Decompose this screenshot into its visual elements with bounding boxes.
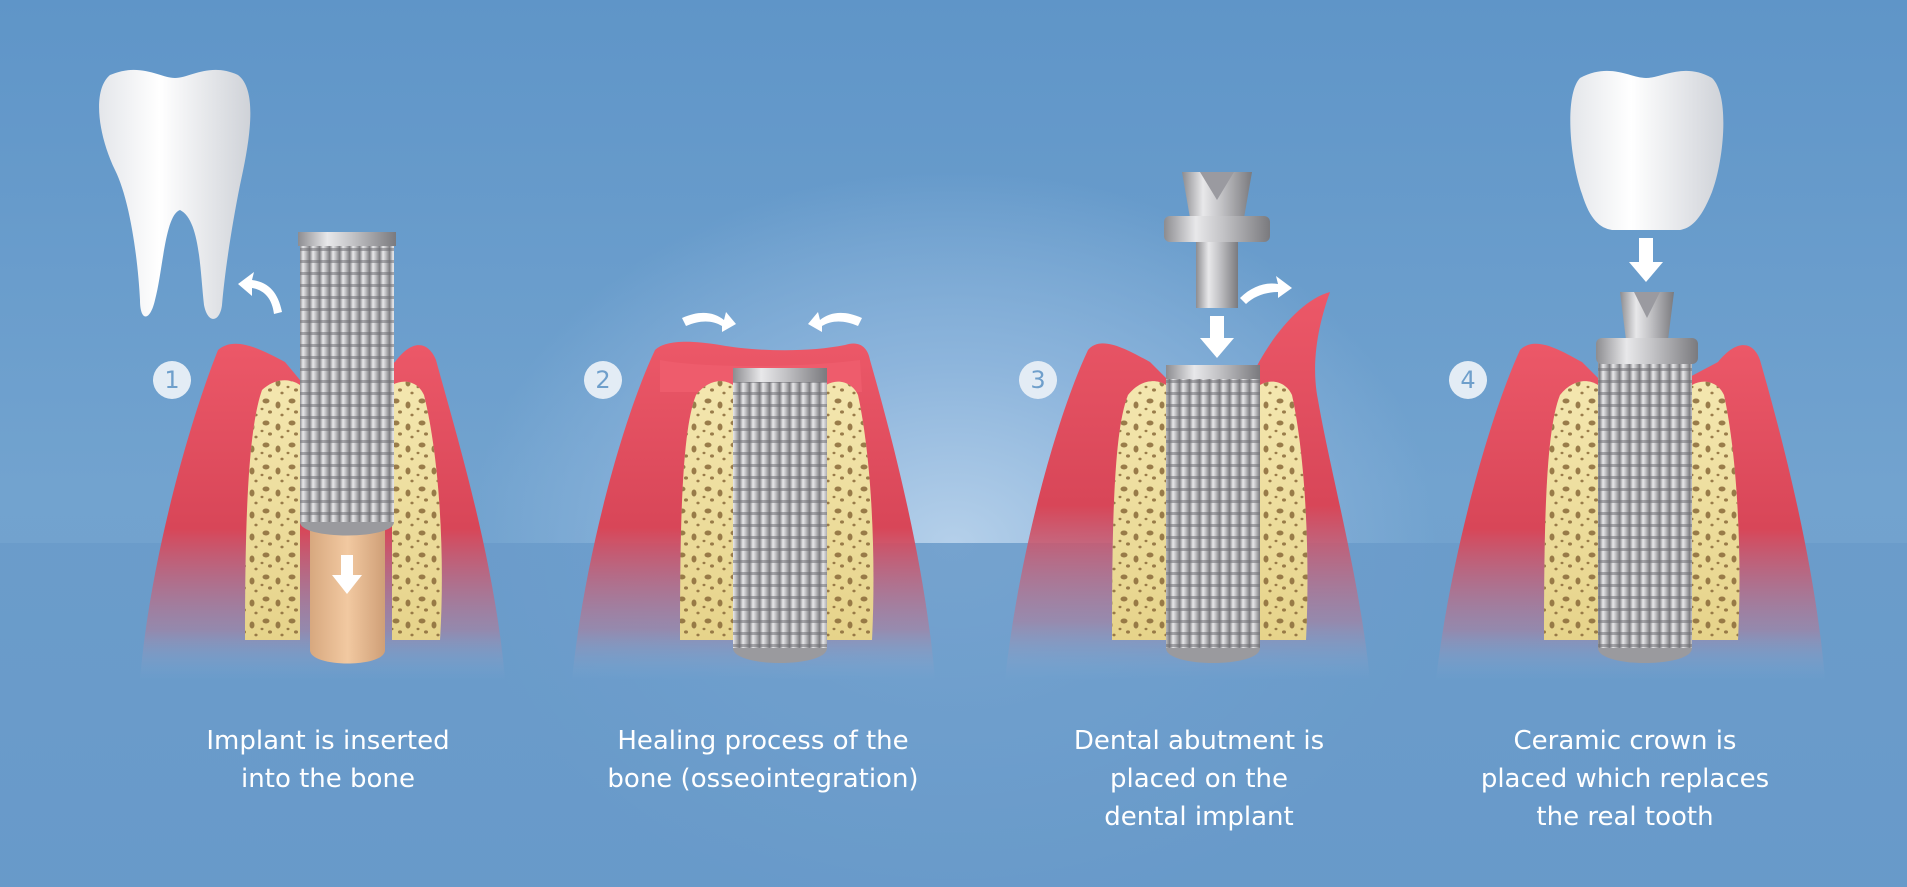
step-2-caption-line-1: Healing process of the <box>617 726 909 756</box>
step-1-caption-line-1: Implant is inserted <box>206 726 450 756</box>
step-2-illustration <box>572 312 935 680</box>
step-3-implant <box>1166 365 1260 648</box>
step-3-abutment <box>1164 172 1270 308</box>
step-1-implant <box>300 232 394 522</box>
step-2-caption: Healing process of the bone (osseointegr… <box>583 722 943 798</box>
step-1-illustration <box>99 69 505 680</box>
step-2-caption-line-2: bone (osseointegration) <box>607 764 919 794</box>
step-3-illustration <box>1005 172 1370 680</box>
step-4-down-arrow <box>1629 238 1663 282</box>
step-4-implant <box>1598 360 1692 648</box>
step-1-caption-line-2: into the bone <box>241 764 415 794</box>
step-1-down-arrow <box>332 555 362 594</box>
step-1-extracted-tooth <box>99 69 251 319</box>
step-3-caption-line-3: dental implant <box>1104 802 1294 832</box>
step-1-caption: Implant is inserted into the bone <box>148 722 508 798</box>
step-2-implant <box>733 368 827 648</box>
step-4-caption-line-3: the real tooth <box>1536 802 1714 832</box>
step-3-number-badge: 3 <box>1019 361 1057 399</box>
step-1-number-badge: 1 <box>153 361 191 399</box>
step-4-abutment <box>1596 292 1698 364</box>
step-2-left-arrow <box>682 312 736 332</box>
step-1-curved-arrow <box>238 272 282 314</box>
step-2-right-arrow <box>808 312 862 332</box>
step-4-ceramic-crown <box>1570 70 1724 230</box>
step-4-number-badge: 4 <box>1449 361 1487 399</box>
step-4-caption-line-2: placed which replaces <box>1480 764 1770 794</box>
step-2-number-badge: 2 <box>584 361 622 399</box>
step-3-curved-arrow <box>1240 276 1292 304</box>
step-4-caption-line-1: Ceramic crown is <box>1513 726 1737 756</box>
step-3-caption-line-2: placed on the <box>1109 764 1289 794</box>
step-3-caption-line-1: Dental abutment is <box>1073 726 1325 756</box>
step-3-caption: Dental abutment is placed on the dental … <box>1019 722 1379 836</box>
step-4-caption: Ceramic crown is placed which replaces t… <box>1445 722 1805 836</box>
step-3-down-arrow <box>1200 316 1234 358</box>
step-4-illustration <box>1436 70 1825 680</box>
